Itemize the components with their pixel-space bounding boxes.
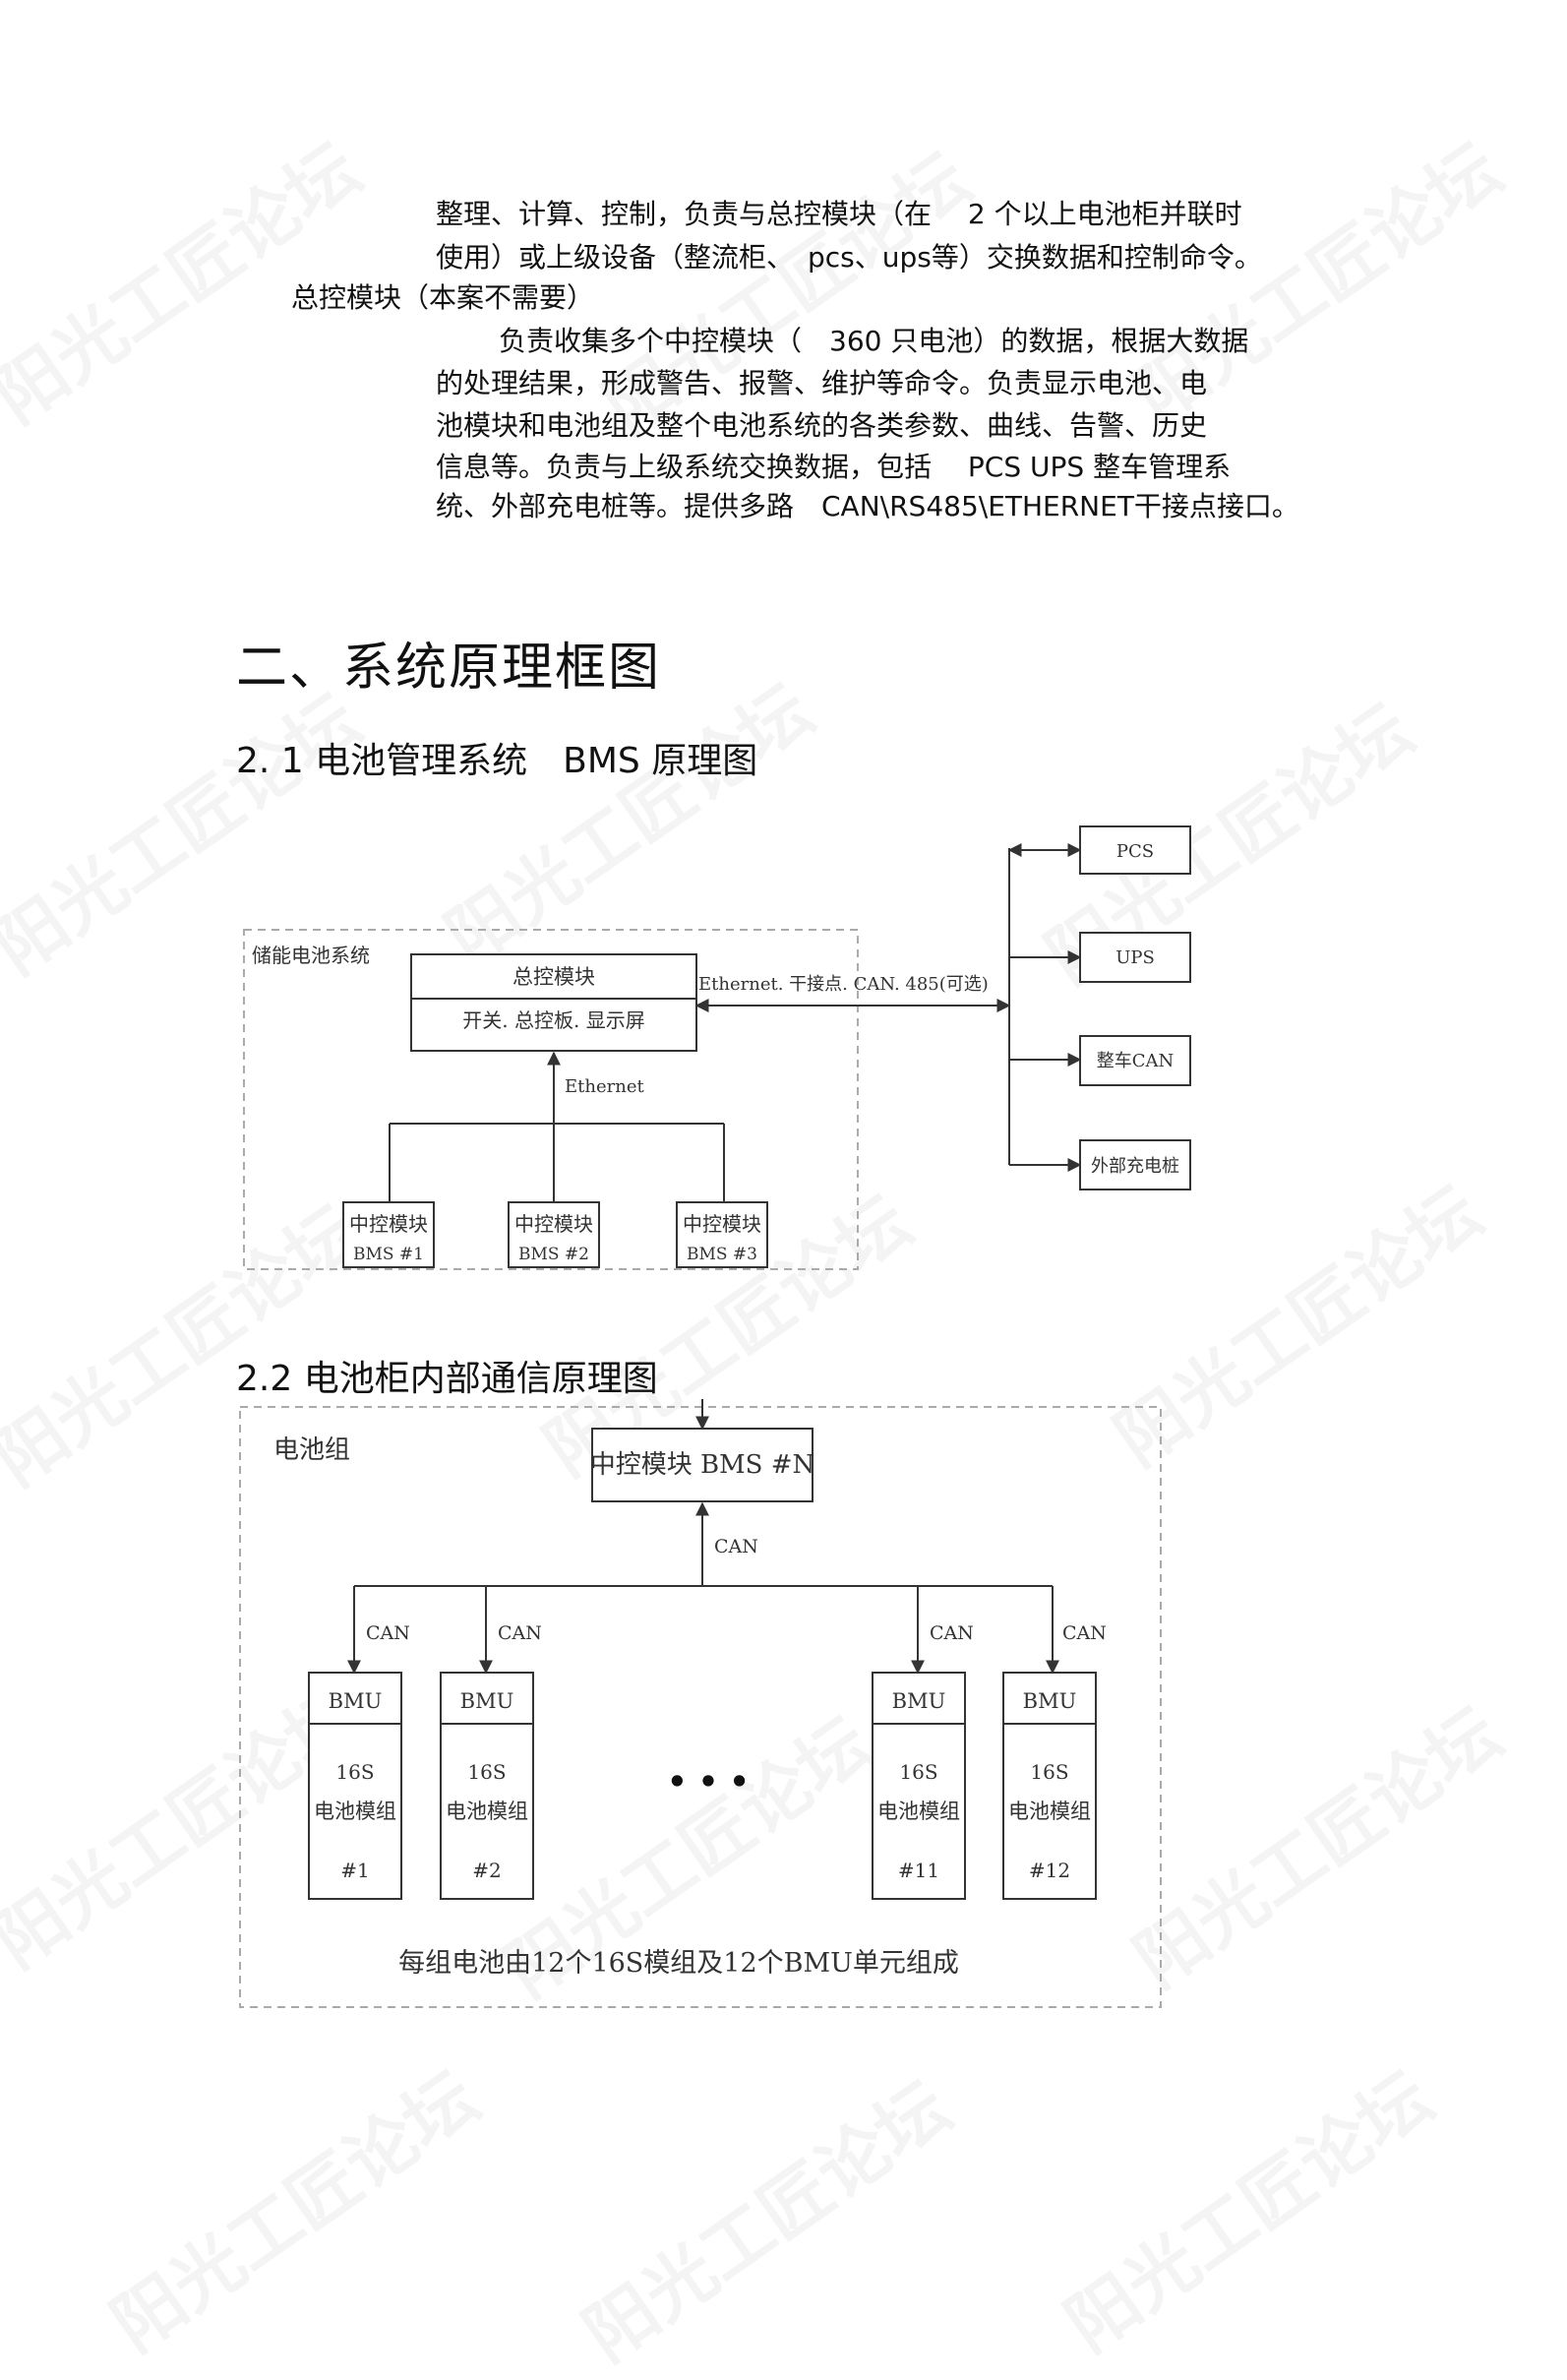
external-pcs: PCS: [1079, 825, 1191, 875]
svg-text:BMU: BMU: [329, 1689, 383, 1713]
bmu-unit-11: BMU 16S 电池模组 #11: [872, 1672, 966, 1900]
master-module-title: 总控模块: [512, 965, 595, 989]
master-module-line: 负责收集多个中控模块（ 360 只电池）的数据，根据大数据: [499, 325, 1249, 357]
svg-text:中控模块 BMS #N: 中控模块 BMS #N: [590, 1450, 815, 1480]
intro-line: 整理、计算、控制，负责与总控模块（在 2 个以上电池柜并联时: [436, 198, 1242, 230]
svg-text:#11: #11: [898, 1859, 939, 1882]
diagram-caption: 每组电池由12个16S模组及12个BMU单元组成: [398, 1948, 959, 1979]
can-label: CAN: [1062, 1622, 1107, 1644]
bms-module-3: 中控模块 BMS #3: [676, 1201, 768, 1268]
can-label: CAN: [498, 1622, 542, 1644]
svg-text:#12: #12: [1029, 1859, 1070, 1882]
bms-module-2: 中控模块 BMS #2: [508, 1201, 600, 1268]
bmu-unit-2: BMU 16S 电池模组 #2: [440, 1672, 534, 1900]
section-title: 二、系统原理框图: [236, 639, 662, 698]
subsection-title-2-1: 2. 1 电池管理系统 BMS 原理图: [236, 741, 758, 781]
svg-text:BMU: BMU: [460, 1689, 514, 1713]
svg-text:BMS #1: BMS #1: [353, 1245, 424, 1264]
master-module-subtitle: 开关. 总控板. 显示屏: [462, 1008, 644, 1032]
master-module-line: 统、外部充电桩等。提供多路 CAN\RS485\ETHERNET干接点接口。: [436, 490, 1299, 522]
master-module-line: 池模块和电池组及整个电池系统的各类参数、曲线、告警、历史: [436, 409, 1208, 442]
svg-text:中控模块: 中控模块: [514, 1212, 593, 1236]
bmu-unit-12: BMU 16S 电池模组 #12: [1002, 1672, 1097, 1900]
can-label: CAN: [366, 1622, 410, 1644]
ethernet-label: Ethernet: [565, 1076, 644, 1097]
external-link-label: Ethernet. 干接点. CAN. 485(可选): [698, 974, 989, 995]
system-label: 储能电池系统: [252, 944, 370, 967]
intro-line: 使用）或上级设备（整流柜、 pcs、ups等）交换数据和控制命令。: [436, 241, 1262, 274]
svg-text:外部充电桩: 外部充电桩: [1091, 1156, 1179, 1177]
watermark: 阳光工匠论坛: [560, 2052, 967, 2380]
master-module-heading: 总控模块（本案不需要）: [291, 281, 595, 314]
svg-text:BMS #3: BMS #3: [687, 1245, 757, 1264]
master-module-line: 的处理结果，形成警告、报警、维护等命令。负责显示电池、电: [436, 367, 1208, 399]
system-boundary: [243, 929, 859, 1270]
master-module-line: 信息等。负责与上级系统交换数据，包括 PCS UPS 整车管理系: [436, 451, 1232, 483]
svg-text:UPS: UPS: [1115, 947, 1155, 968]
external-vehicle-can: 整车CAN: [1079, 1035, 1191, 1086]
svg-text:#1: #1: [340, 1859, 369, 1882]
can-label: CAN: [930, 1622, 974, 1644]
svg-text:电池模组: 电池模组: [1008, 1800, 1091, 1823]
can-label: CAN: [714, 1536, 758, 1557]
svg-text:BMU: BMU: [892, 1689, 946, 1713]
svg-text:中控模块: 中控模块: [683, 1212, 761, 1236]
svg-text:电池模组: 电池模组: [314, 1800, 396, 1823]
svg-text:整车CAN: 整车CAN: [1097, 1051, 1175, 1071]
bms-module-1: 中控模块 BMS #1: [342, 1201, 435, 1268]
svg-text:16S: 16S: [1030, 1760, 1068, 1784]
svg-text:中控模块: 中控模块: [349, 1212, 428, 1236]
bmu-unit-1: BMU 16S 电池模组 #1: [308, 1672, 402, 1900]
svg-text:16S: 16S: [467, 1760, 506, 1784]
svg-text:16S: 16S: [899, 1760, 937, 1784]
svg-text:电池模组: 电池模组: [877, 1800, 960, 1823]
svg-text:BMU: BMU: [1023, 1689, 1077, 1713]
external-ups: UPS: [1079, 932, 1191, 983]
ellipsis: • • •: [667, 1763, 750, 1800]
svg-text:PCS: PCS: [1116, 841, 1154, 862]
battery-cabinet-diagram: 电池组 中控模块 BMS #N CAN CAN CAN CAN CAN BMU …: [239, 1399, 1162, 2008]
svg-text:BMS #2: BMS #2: [518, 1245, 589, 1264]
subsection-title-2-2: 2.2 电池柜内部通信原理图: [236, 1359, 658, 1399]
svg-text:电池模组: 电池模组: [446, 1800, 528, 1823]
battery-group-label: 电池组: [273, 1435, 350, 1465]
watermark: 阳光工匠论坛: [1042, 2043, 1449, 2371]
watermark: 阳光工匠论坛: [88, 2043, 495, 2371]
bms-n-module: 中控模块 BMS #N: [590, 1428, 815, 1502]
svg-text:#2: #2: [472, 1859, 501, 1882]
battery-group-boundary: [239, 1406, 1162, 2008]
external-charging-pile: 外部充电桩: [1079, 1139, 1191, 1190]
bms-architecture-diagram: 储能电池系统 总控模块 开关. 总控板. 显示屏 Ethernet. 干接点. …: [243, 825, 1191, 1270]
svg-text:16S: 16S: [335, 1760, 374, 1784]
